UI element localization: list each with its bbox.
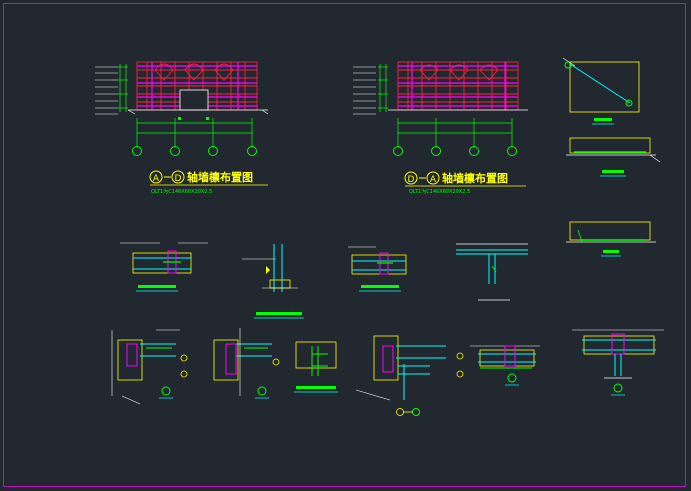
drawing-frame-border (3, 3, 686, 487)
subtitle-right: QLT1为C140X60X20X2.5 (409, 188, 470, 195)
elevation-right (353, 61, 528, 156)
detail-column-joint-1 (111, 329, 188, 405)
title-right-axis-start: D (408, 175, 415, 185)
detail-purlin-section-b (566, 221, 656, 257)
title-left-group: A D 轴墙檩布置图 QLT1为C140X60X20X2.5 (149, 170, 268, 195)
detail-beam-splice-2 (572, 329, 664, 396)
title-right-axis-end: A (430, 175, 437, 185)
detail-column-joint-3 (355, 335, 464, 416)
detail-tee-section (456, 243, 528, 301)
detail-brace-elevation (562, 57, 640, 125)
subtitle-left: QLT1为C140X60X20X2.5 (151, 188, 212, 195)
detail-column-joint-2 (213, 328, 280, 399)
detail-bracket-plate (294, 341, 338, 393)
title-left-text: 轴墙檩布置图 (187, 170, 253, 184)
detail-connection-2 (242, 244, 304, 319)
elevation-left (95, 61, 269, 156)
detail-connection-3 (348, 246, 407, 292)
title-left-axis-end: D (175, 174, 182, 184)
detail-connection-1 (120, 242, 208, 292)
title-right-text: 轴墙檩布置图 (442, 171, 508, 185)
title-left-axis-start: A (153, 174, 160, 184)
detail-purlin-section-a (566, 137, 661, 177)
detail-beam-splice-1 (470, 345, 540, 386)
title-right-group: D A 轴墙檩布置图 QLT1为C140X60X20X2.5 (404, 171, 526, 195)
